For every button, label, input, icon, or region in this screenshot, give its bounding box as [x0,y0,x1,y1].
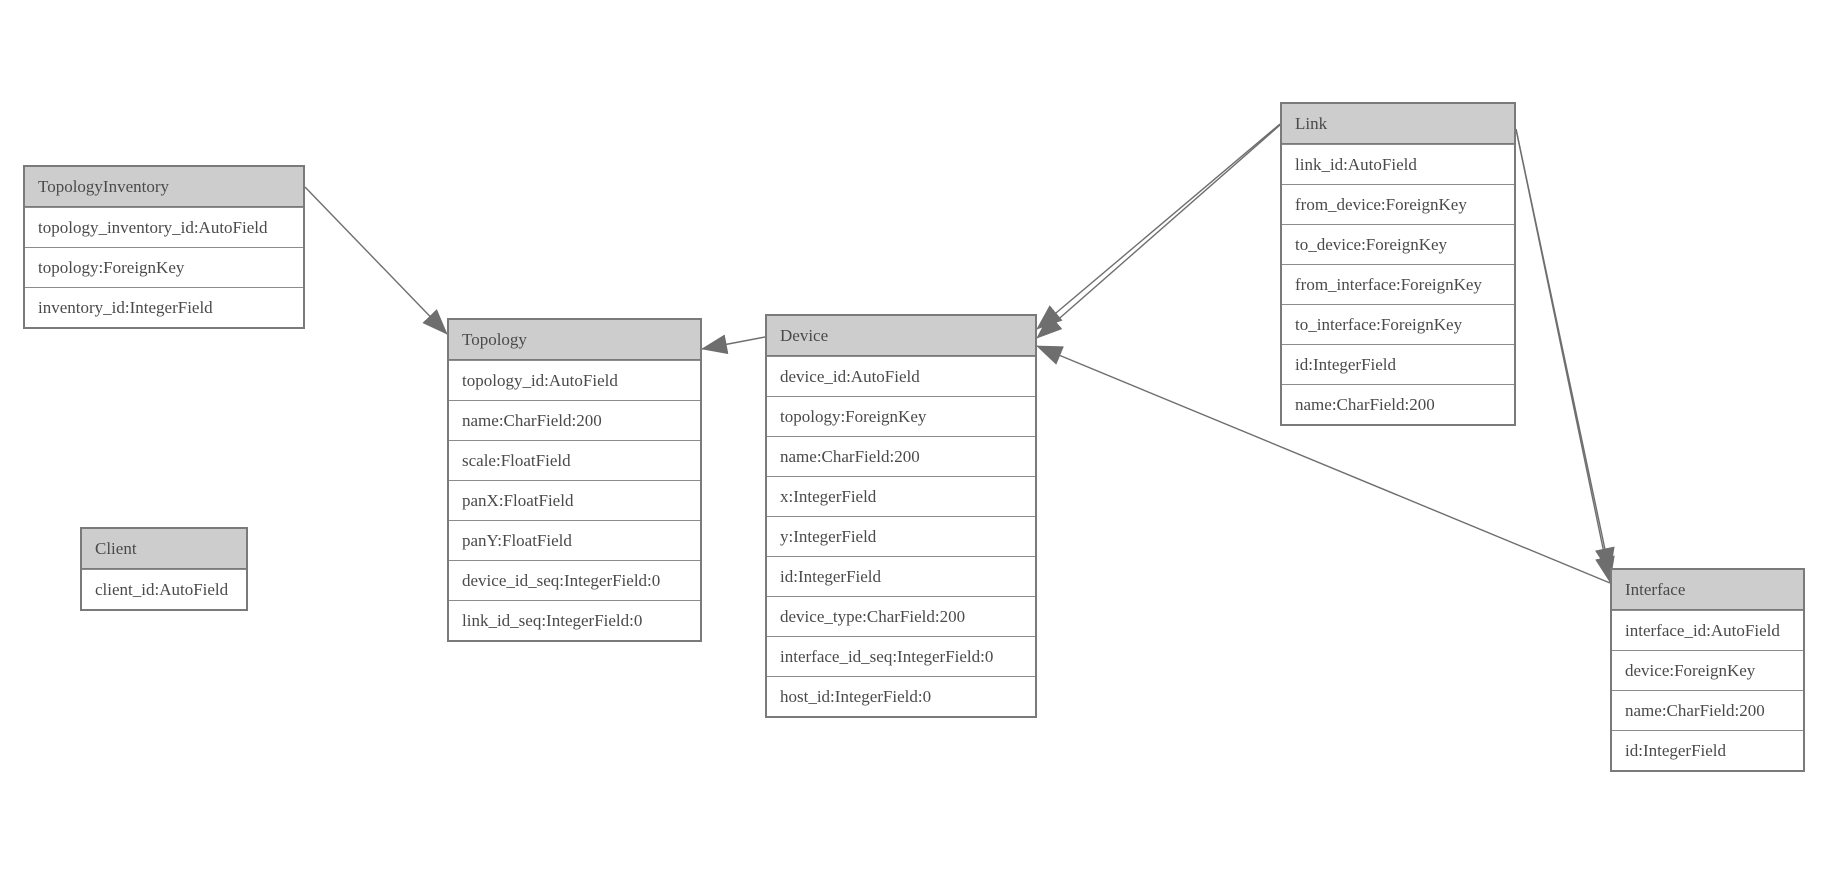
entity-field-row: topology_id:AutoField [449,360,700,400]
entity-field-row: name:CharField:200 [1282,384,1514,424]
entity-field-row: to_interface:ForeignKey [1282,304,1514,344]
entity-title-topologyinventory: TopologyInventory [25,167,303,207]
relationship-link-to_device-to-device [1036,124,1281,339]
entity-field-row: interface_id_seq:IntegerField:0 [767,636,1035,676]
entity-field-row: device_id_seq:IntegerField:0 [449,560,700,600]
entity-title-interface: Interface [1612,570,1803,610]
entity-field-row: name:CharField:200 [767,436,1035,476]
entity-field-row: y:IntegerField [767,516,1035,556]
entity-field-row: device:ForeignKey [1612,650,1803,690]
relationship-link-from_interface-to-interface [1515,128,1615,574]
relationship-link-from_device-to-device [1036,123,1281,330]
entity-field-row: topology_inventory_id:AutoField [25,207,303,247]
entity-title-device: Device [767,316,1035,356]
entity-field-row: link_id:AutoField [1282,144,1514,184]
entity-field-row: topology:ForeignKey [25,247,303,287]
entity-field-row: inventory_id:IntegerField [25,287,303,327]
relationship-link-to_interface-to-interface [1515,128,1615,583]
entity-title-topology: Topology [449,320,700,360]
entity-field-row: from_interface:ForeignKey [1282,264,1514,304]
entity-field-row: host_id:IntegerField:0 [767,676,1035,716]
entity-field-row: name:CharField:200 [449,400,700,440]
relationship-topologyinventory-topology-to-topology [304,186,448,335]
entity-field-row: topology:ForeignKey [767,396,1035,436]
relationship-device-topology-to-topology [701,334,766,355]
entity-title-link: Link [1282,104,1514,144]
entity-field-row: link_id_seq:IntegerField:0 [449,600,700,640]
entity-field-row: panY:FloatField [449,520,700,560]
entity-title-client: Client [82,529,246,569]
entity-field-row: device_type:CharField:200 [767,596,1035,636]
entity-field-row: x:IntegerField [767,476,1035,516]
entity-field-row: id:IntegerField [767,556,1035,596]
entity-field-row: name:CharField:200 [1612,690,1803,730]
entity-field-row: from_device:ForeignKey [1282,184,1514,224]
entity-field-row: scale:FloatField [449,440,700,480]
entity-field-row: client_id:AutoField [82,569,246,609]
entity-field-row: panX:FloatField [449,480,700,520]
entity-field-row: id:IntegerField [1612,730,1803,770]
entity-field-row: interface_id:AutoField [1612,610,1803,650]
entity-field-row: to_device:ForeignKey [1282,224,1514,264]
entity-field-row: id:IntegerField [1282,344,1514,384]
entity-field-row: device_id:AutoField [767,356,1035,396]
